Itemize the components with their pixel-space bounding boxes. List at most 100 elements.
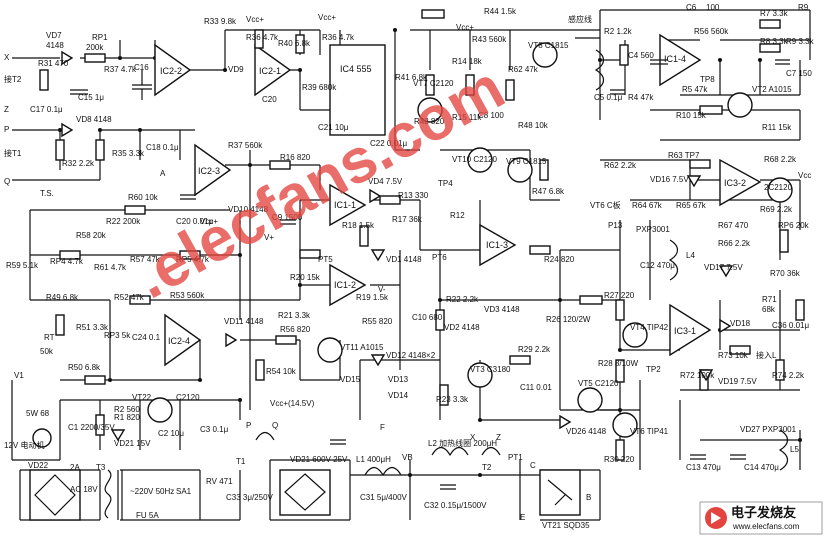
ic4-555-box	[329, 44, 386, 136]
label-rt: RT	[44, 333, 55, 342]
label-c32: C32 0.15μ/1500V	[424, 501, 487, 510]
label-sa1: SA1	[176, 487, 192, 496]
label-r11: R11 15k	[762, 123, 792, 132]
label-r40: R40 6.8k	[278, 39, 311, 48]
label-vd19: VD19 7.5V	[718, 377, 757, 386]
badge-url: www.elecfans.com	[732, 522, 800, 531]
label-vplus: V+	[264, 233, 274, 242]
label-ac: AC 18V	[70, 485, 98, 494]
label-r57: R57 47k	[130, 255, 161, 264]
label-vd13: VD13	[388, 375, 409, 384]
opamp-ic2-4	[164, 313, 202, 367]
label-r7: R7 3.3k	[760, 9, 789, 18]
label-pxp: PXP3001	[636, 225, 670, 234]
label-l1: L1 400μH	[356, 455, 391, 464]
label-r68: R68 2.2k	[764, 155, 797, 164]
label-pp: P	[246, 421, 251, 430]
label-r44: R44 1.5k	[484, 7, 517, 16]
opamp-ic2-1	[254, 43, 292, 97]
label-vd10: VD10 4148	[228, 205, 269, 214]
label-r29: R29 2.2k	[518, 345, 551, 354]
label-jt2: 接T2	[4, 74, 22, 84]
label-zz: Z	[496, 433, 501, 442]
label-pt6: PT6	[432, 253, 447, 262]
label-vd17: VD17 7.5V	[704, 263, 743, 272]
label-c24: C24 0.1	[132, 333, 161, 342]
label-ts: T.S.	[40, 189, 54, 198]
label-vcc3: Vcc+	[456, 23, 474, 32]
label-c6: C6	[686, 3, 697, 12]
label-r23: R23 3.3k	[436, 395, 469, 404]
junction-dots	[58, 28, 802, 477]
label-v1: V1	[14, 371, 24, 380]
label-vt2: VT2 A1015	[752, 85, 792, 94]
opamp-ic2-3	[194, 143, 232, 197]
label-r22b: R22 2.2k	[446, 295, 479, 304]
label-r35: R35 3.3k	[112, 149, 145, 158]
opamp-ic3-2	[719, 158, 762, 207]
label-r62: R62 47k	[508, 65, 539, 74]
label-r47: R47 6.8k	[532, 187, 565, 196]
label-r36b: R36 4.7k	[322, 33, 355, 42]
label-pt1: PT1	[508, 453, 523, 462]
label-r14: R14 18k	[452, 57, 483, 66]
label-r10: R10 15k	[676, 111, 707, 120]
label-ic1-2: IC1-2	[334, 280, 356, 290]
label-f: F	[380, 423, 385, 432]
opamp-ic1-3	[479, 223, 517, 267]
label-vb: VB	[402, 453, 413, 462]
label-x: X	[4, 53, 10, 62]
label-rp4: RP4 4.7k	[50, 257, 84, 266]
label-tp7: R63 TP7	[668, 151, 700, 160]
site-badge: 电子发烧友 www.elecfans.com	[699, 501, 823, 535]
label-ic3-2: IC3-2	[724, 178, 746, 188]
label-l5: L5	[790, 445, 799, 454]
label-vd2: VD2 4148	[444, 323, 480, 332]
label-r60: R60 10k	[128, 193, 159, 202]
label-r5: R5 47k	[682, 85, 708, 94]
label-r51: R51 3.3k	[76, 323, 109, 332]
label-c13: C13 470μ	[686, 463, 721, 472]
label-bb: B	[586, 493, 591, 502]
capacitors	[70, 59, 790, 490]
label-t1: T1	[236, 457, 246, 466]
label-r59: R59 5.1k	[6, 261, 39, 270]
label-rp5: RP5 4.7k	[176, 255, 210, 264]
label-ic1-1: IC1-1	[334, 200, 356, 210]
label-ic3-1: IC3-1	[674, 326, 696, 336]
label-r67: R67 470	[718, 221, 749, 230]
label-j2a: 2A	[70, 463, 80, 472]
opamp-ic2-2	[154, 43, 192, 97]
label-r62b: R62 2.2k	[604, 161, 637, 170]
label-r43: R43 560k	[472, 35, 507, 44]
label-vd26: VD26 4148	[566, 427, 607, 436]
label-r39: R39 680k	[302, 83, 337, 92]
label-c7: C7 150	[786, 69, 812, 78]
label-r2b: R2 560	[114, 405, 140, 414]
label-ic2-3: IC2-3	[198, 166, 220, 176]
label-a: A	[160, 169, 166, 178]
opamp-ic1-2	[329, 263, 367, 307]
label-ee: E	[520, 513, 525, 522]
label-vcc5: Vcc+	[200, 217, 218, 226]
label-vt4: VT4 TIP42	[630, 323, 669, 332]
label-fu: FU 5A	[136, 511, 159, 520]
label-xx: X	[470, 433, 476, 442]
label-vcc4: Vcc	[798, 171, 811, 180]
label-vt8: VT8 C1815	[528, 41, 569, 50]
label-r28: R28 8/10W	[598, 359, 638, 368]
label-r53: R53 560k	[170, 291, 205, 300]
label-c6v: 100	[706, 3, 720, 12]
label-r18: R18 1.5k	[342, 221, 375, 230]
label-r52: R52 47k	[114, 293, 145, 302]
label-r12: R12	[450, 211, 465, 220]
label-cc: C	[530, 461, 536, 470]
label-rt50: 50k	[40, 347, 54, 356]
label-r19: R19 1.5k	[356, 293, 389, 302]
label-vd7: VD7	[46, 31, 62, 40]
label-ic2-2: IC2-2	[160, 66, 182, 76]
label-r69: R69 2.2k	[760, 205, 793, 214]
label-ic1-4: IC1-4	[664, 54, 686, 64]
label-r13: R13 330	[398, 191, 429, 200]
label-r70: R70 36k	[770, 269, 801, 278]
